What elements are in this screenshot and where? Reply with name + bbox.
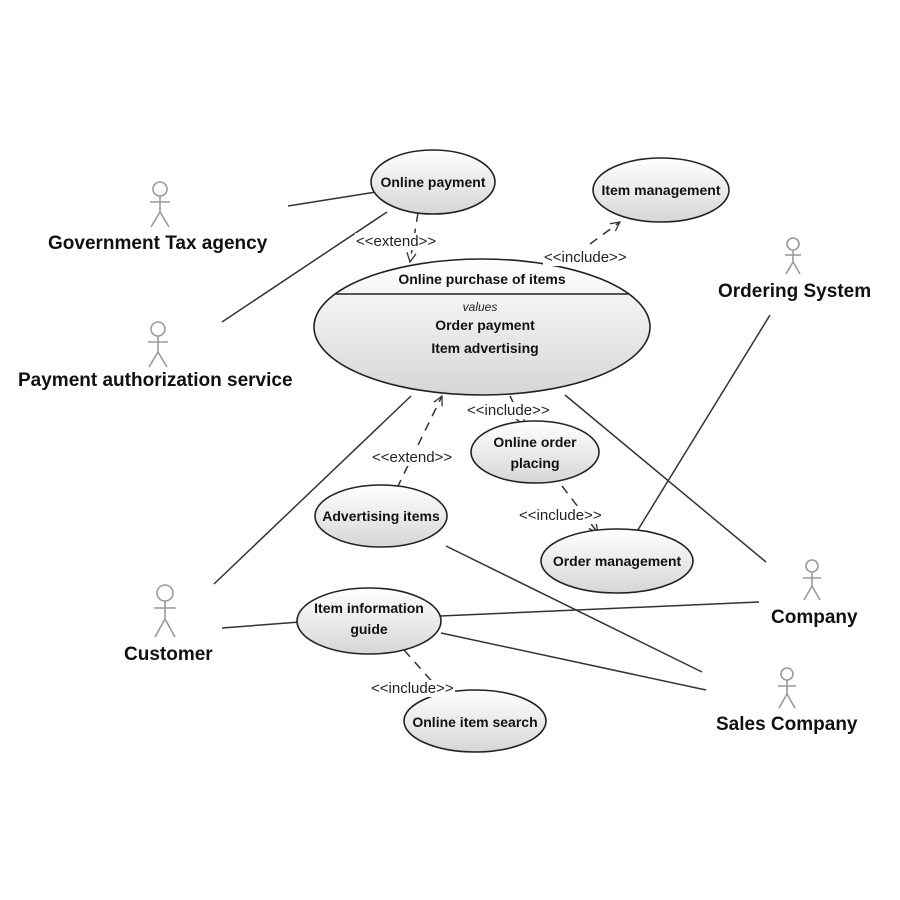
assoc-customer-purchase [213,395,412,585]
uc-online-purchase[interactable] [313,258,651,396]
actor-label-payment-authorization-service: Payment authorization service [18,370,293,391]
uc-label-item-info-line1: Item information [314,600,424,616]
actor-label-customer: Customer [124,644,213,665]
stereotype-extend-advertising: <<extend>> [371,449,454,466]
uc-label-item-info-line2: guide [350,621,388,637]
assoc-company-purchase [564,394,767,563]
assoc-infoguide-company [439,601,760,617]
stereotype-include-order-management: <<include>> [518,507,603,524]
stereotype-include-order-placing: <<include>> [466,402,551,419]
uc-item-management[interactable] [592,157,730,223]
uc-label-order-payment: Order payment [435,317,535,333]
dep-extend-advertising [396,396,442,489]
use-case-shapes [296,149,730,753]
uc-item-information-guide[interactable] [296,587,442,655]
uc-online-item-search[interactable] [403,689,547,753]
uc-online-order-placing[interactable] [470,420,600,484]
uc-label-online-purchase-section: values [462,300,498,314]
stereotype-extend-payment: <<extend>> [355,233,438,250]
actor-figure-customer[interactable] [154,584,176,638]
uc-label-online-purchase-title: Online purchase of items [398,271,566,287]
uc-label-advertising-items: Advertising items [322,508,440,524]
stereotype-include-item-search: <<include>> [370,680,455,697]
uc-label-online-order-line2: placing [510,455,560,471]
uc-order-management[interactable] [540,528,694,594]
actor-label-company: Company [771,607,858,628]
stereotype-include-item-management: <<include>> [543,249,628,266]
actor-figure-government[interactable] [150,181,170,228]
actor-label-sales-company: Sales Company [716,714,858,735]
assoc-payauth-onlinepayment [221,211,388,323]
assoc-ordersys-ordermgmt [635,314,771,534]
uc-label-item-advertising: Item advertising [431,340,539,356]
uc-label-order-management: Order management [552,553,682,569]
actor-figures [148,181,821,709]
assoc-advertising-salescompany [445,545,703,673]
uc-label-online-item-search: Online item search [412,714,538,730]
actor-label-government-tax-agency: Government Tax agency [48,233,268,254]
uc-online-payment[interactable] [370,149,496,215]
uc-advertising-items[interactable] [314,484,448,548]
uc-label-online-order-line1: Online order [493,434,577,450]
actor-figure-ordering-system[interactable] [785,237,801,275]
actor-figure-payment-auth[interactable] [148,321,168,368]
assoc-infoguide-salescompany [440,632,707,691]
dep-include-itemmgmt [589,222,620,245]
actor-figure-sales-company[interactable] [778,667,796,709]
uc-label-online-payment: Online payment [380,174,486,190]
actor-figure-company[interactable] [803,559,821,601]
assoc-customer-infoguide [221,621,301,629]
actor-label-ordering-system: Ordering System [718,281,872,302]
assoc-govtax-onlinepayment [287,191,377,207]
uc-label-item-management: Item management [601,182,721,198]
dep-include-ordermgmt [561,485,598,533]
associations [213,191,771,691]
